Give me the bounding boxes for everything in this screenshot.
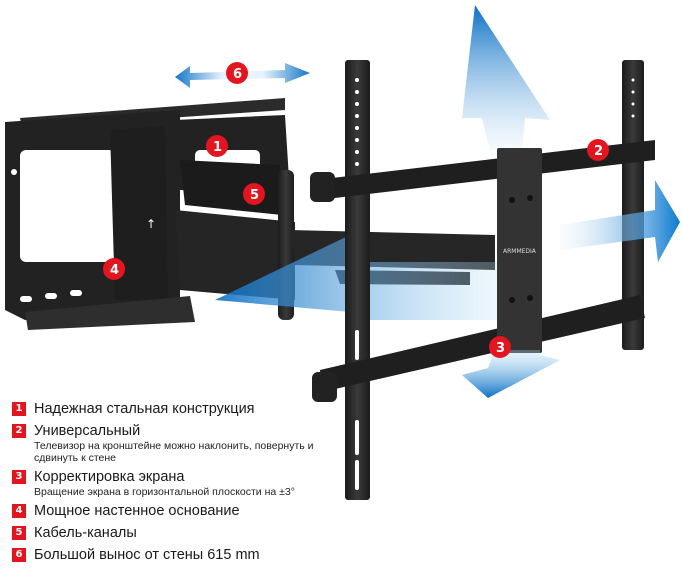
- legend-item-6: 6 Большой вынос от стены 615 mm: [12, 546, 342, 564]
- svg-text:1: 1: [213, 140, 222, 155]
- callout-2: 2: [587, 139, 609, 161]
- legend-badge: 1: [12, 402, 26, 416]
- swivel-right-arrow: [560, 180, 680, 262]
- tilt-up-arrow: [462, 5, 550, 150]
- callout-4: 4: [103, 258, 125, 280]
- legend-badge: 4: [12, 504, 26, 518]
- legend-title: Кабель-каналы: [34, 525, 137, 541]
- legend-item-5: 5 Кабель-каналы: [12, 524, 342, 542]
- tv-mount-illustration: ↑: [5, 5, 680, 500]
- tv-rail-bottom: [320, 295, 645, 392]
- legend-item-1: 1 Надежная стальная конструкция: [12, 400, 342, 418]
- svg-text:5: 5: [250, 188, 259, 203]
- legend-title: Корректировка экрана: [34, 469, 185, 485]
- tilt-down-arrow: [462, 350, 560, 398]
- svg-text:↑: ↑: [146, 217, 156, 231]
- svg-text:6: 6: [233, 67, 242, 82]
- legend-badge: 2: [12, 424, 26, 438]
- legend-item-3: 3 Корректировка экрана Вращение экрана в…: [12, 468, 342, 498]
- tv-rail-top: [315, 140, 655, 200]
- callout-1: 1: [206, 135, 228, 157]
- wall-plate: ↑: [5, 98, 285, 330]
- legend-item-4: 4 Мощное настенное основание: [12, 502, 342, 520]
- legend-badge: 5: [12, 526, 26, 540]
- legend-badge: 3: [12, 470, 26, 484]
- legend-title: Большой вынос от стены 615 mm: [34, 547, 260, 563]
- svg-text:2: 2: [594, 144, 603, 159]
- tv-vertical-rail-right: [622, 60, 644, 350]
- legend-item-2: 2 Универсальный Телевизор на кронштейне …: [12, 422, 342, 464]
- legend-title: Универсальный: [34, 423, 141, 439]
- legend-desc: Телевизор на кронштейне можно наклонить,…: [34, 440, 314, 464]
- svg-text:4: 4: [110, 263, 119, 278]
- legend-title: Мощное настенное основание: [34, 503, 240, 519]
- legend-badge: 6: [12, 548, 26, 562]
- svg-text:3: 3: [496, 341, 505, 356]
- legend-desc: Вращение экрана в горизонтальной плоскос…: [34, 486, 295, 498]
- legend-title: Надежная стальная конструкция: [34, 401, 255, 417]
- tv-vertical-rail-left: [345, 60, 370, 500]
- callout-3: 3: [489, 336, 511, 358]
- brand-label: ARMMEDIA: [503, 248, 537, 255]
- feature-legend: 1 Надежная стальная конструкция 2 Универ…: [12, 400, 342, 568]
- callout-6: 6: [226, 62, 248, 84]
- callout-5: 5: [243, 183, 265, 205]
